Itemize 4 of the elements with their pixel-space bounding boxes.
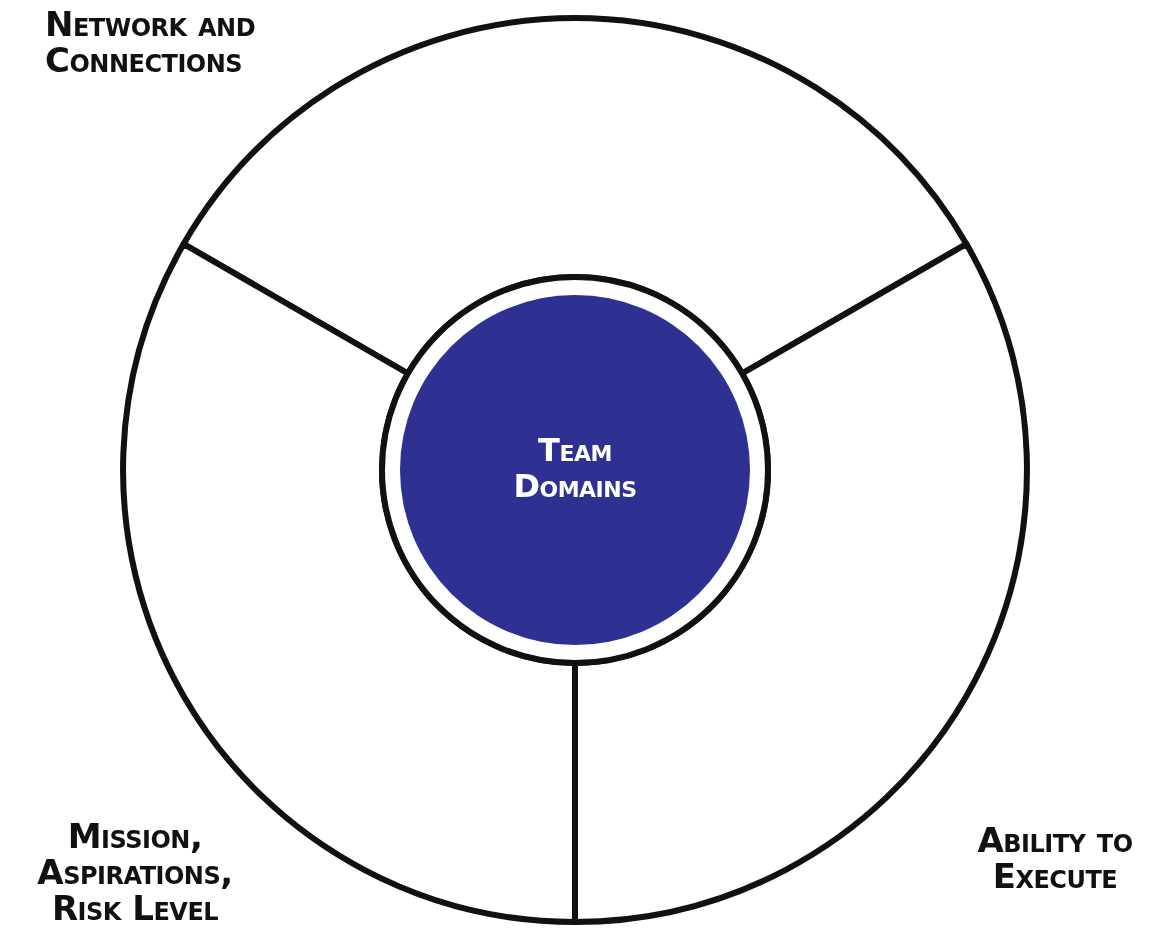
segment-label: Mission, Aspirations, Risk Level: [36, 818, 234, 926]
segment-label: Network and Connections: [45, 6, 257, 78]
segment-label: Ability to Execute: [976, 822, 1134, 894]
center-label: Team Domains: [512, 432, 638, 504]
